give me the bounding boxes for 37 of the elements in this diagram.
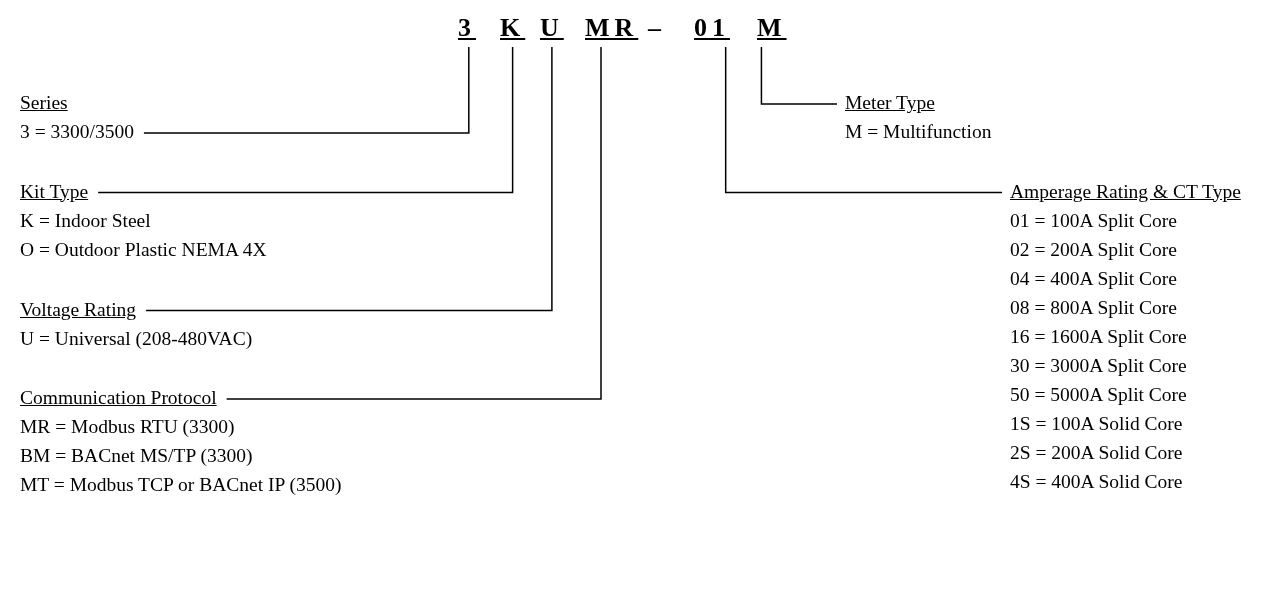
option-text: MR = Modbus RTU (3300) [20, 415, 235, 439]
code-character: 3 [458, 10, 476, 46]
option-text: 04 = 400A Split Core [1010, 266, 1177, 291]
code-character: MR [585, 10, 639, 46]
leader-line [145, 46, 553, 312]
option-text: 30 = 3000A Split Core [1010, 353, 1187, 378]
group-heading: Communication Protocol [20, 386, 217, 410]
option-text: MT = Modbus TCP or BACnet IP (3500) [20, 473, 342, 497]
code-character: K [500, 10, 526, 46]
option-text: K = Indoor Steel [20, 208, 151, 233]
option-text: BM = BACnet MS/TP (3300) [20, 444, 253, 468]
option-text: 3 = 3300/3500 [20, 120, 134, 144]
group-heading: Amperage Rating & CT Type [1010, 179, 1241, 204]
group-heading: Voltage Rating [20, 297, 137, 322]
option-text: 2S = 200A Solid Core [1010, 440, 1183, 465]
code-character: U [540, 10, 564, 46]
option-text: O = Outdoor Plastic NEMA 4X [20, 237, 267, 262]
leader-line [225, 46, 602, 400]
separator-dash: – [648, 12, 666, 44]
code-character: M [757, 10, 787, 46]
option-text: M = Multifunction [845, 120, 992, 144]
leader-line [724, 46, 1003, 194]
leader-line [143, 46, 470, 134]
leader-line [97, 46, 514, 194]
option-text: U = Universal (208-480VAC) [20, 326, 253, 351]
option-text: 4S = 400A Solid Core [1010, 469, 1183, 494]
option-text: 16 = 1600A Split Core [1010, 324, 1187, 349]
option-text: 02 = 200A Split Core [1010, 237, 1177, 262]
leader-line [760, 46, 838, 105]
group-heading: Kit Type [20, 179, 89, 204]
option-text: 01 = 100A Split Core [1010, 208, 1177, 233]
option-text: 1S = 100A Solid Core [1010, 411, 1183, 436]
group-heading: Series [20, 91, 68, 115]
code-character: 01 [694, 10, 730, 46]
option-text: 08 = 800A Split Core [1010, 295, 1177, 320]
option-text: 50 = 5000A Split Core [1010, 382, 1187, 407]
group-heading: Meter Type [845, 91, 935, 115]
